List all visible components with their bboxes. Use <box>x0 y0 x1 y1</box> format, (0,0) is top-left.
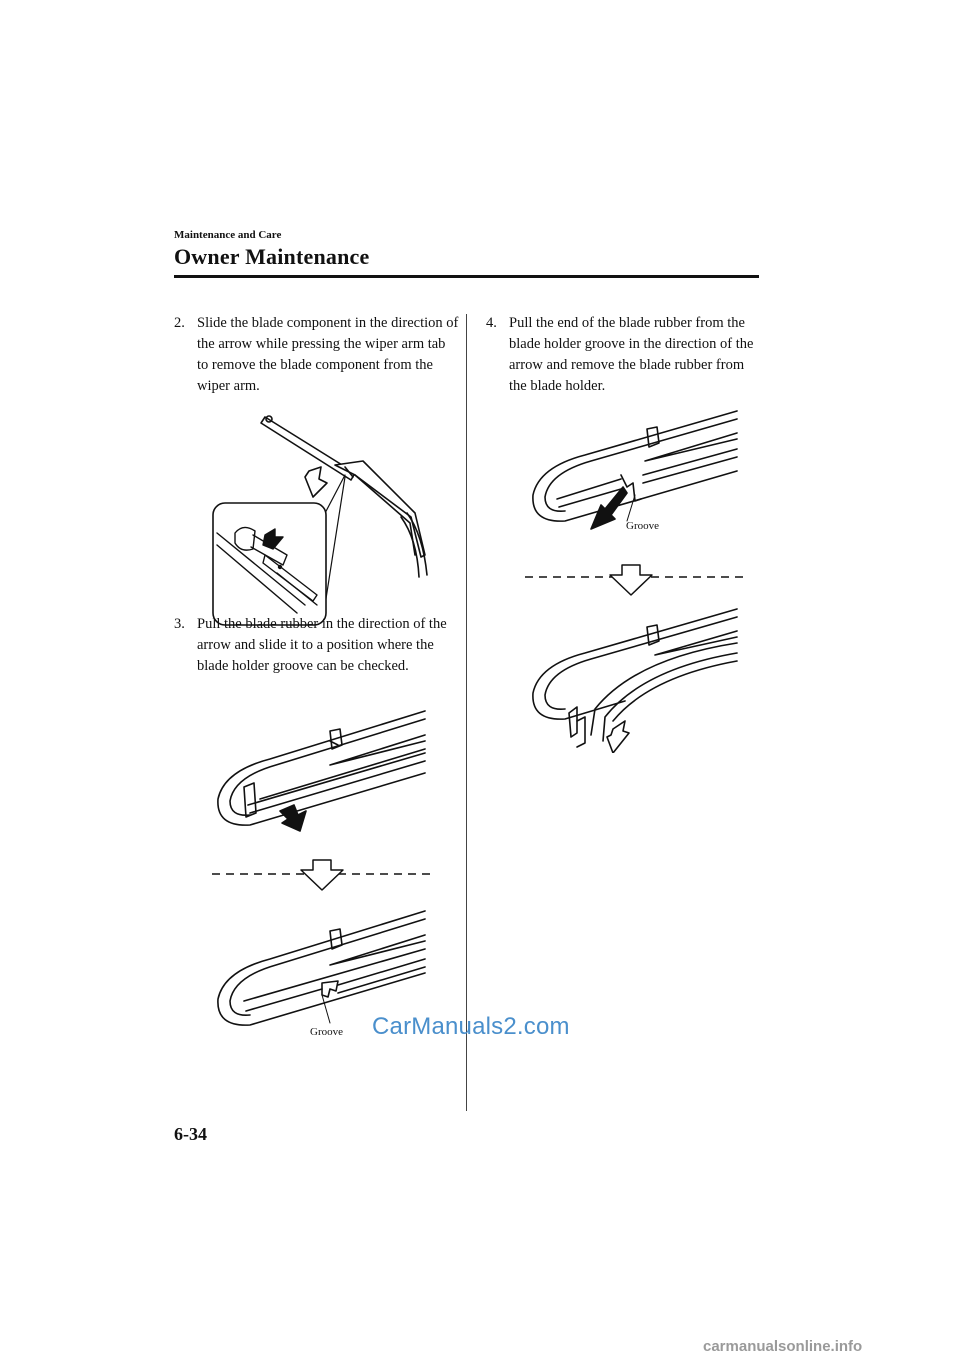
blade-rubber-groove-figure <box>532 410 738 530</box>
step-3: 3. Pull the blade rubber in the directio… <box>174 614 459 677</box>
page-title: Owner Maintenance <box>174 244 370 269</box>
watermark: CarManuals2.com <box>372 1013 570 1040</box>
step-2: 2. Slide the blade component in the dire… <box>174 313 459 397</box>
step-number: 4. <box>486 315 497 331</box>
header-rule <box>174 275 759 278</box>
blade-rubber-after-figure <box>217 910 426 1026</box>
step-number: 3. <box>174 616 185 632</box>
blade-rubber-before-figure <box>217 710 426 832</box>
direction-arrow-separator <box>525 564 743 596</box>
step-text: Pull the blade rubber in the direction o… <box>197 616 447 674</box>
page-number: 6-34 <box>174 1124 207 1144</box>
column-divider <box>466 314 467 1111</box>
step-number: 2. <box>174 315 185 331</box>
section-label: Maintenance and Care <box>174 229 282 241</box>
footer-watermark: carmanualsonline.info <box>703 1338 863 1355</box>
groove-label: Groove <box>626 520 659 532</box>
step-text: Slide the blade component in the directi… <box>197 315 459 394</box>
direction-arrow-separator <box>212 859 430 891</box>
step-4: 4. Pull the end of the blade rubber from… <box>486 313 764 397</box>
groove-label: Groove <box>310 1026 343 1038</box>
wiper-arm-removal-figure <box>212 415 428 626</box>
step-text: Pull the end of the blade rubber from th… <box>509 315 754 394</box>
blade-rubber-removal-figure <box>532 608 738 753</box>
